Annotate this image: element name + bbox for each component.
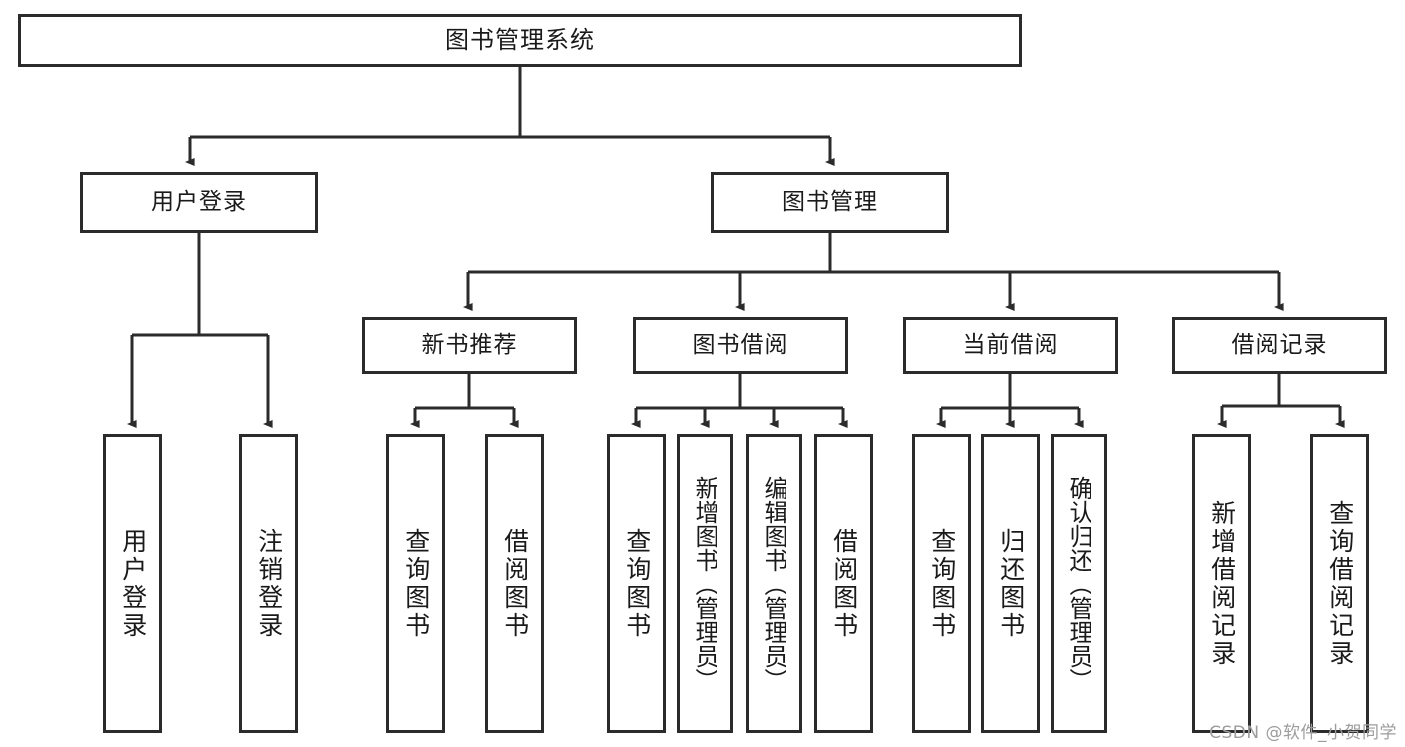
node-book-borrow[interactable]: 图书借阅 — [633, 317, 848, 374]
leaf-current-borrow-query-book[interactable]: 查询图书 — [912, 434, 971, 733]
csdn-watermark: CSDN @软件_小贺同学 — [1209, 723, 1397, 743]
leaf-label: 编辑图书（管理员） — [762, 475, 786, 692]
leaf-label: 借阅图书 — [830, 527, 857, 640]
node-root[interactable]: 图书管理系统 — [18, 14, 1022, 67]
leaf-label: 用户登录 — [119, 527, 146, 640]
leaf-label: 查询图书 — [928, 527, 955, 640]
leaf-current-borrow-return-book[interactable]: 归还图书 — [981, 434, 1040, 733]
node-current-borrow[interactable]: 当前借阅 — [903, 317, 1118, 374]
leaf-label: 查询图书 — [623, 527, 650, 640]
leaf-book-borrow-borrow-book[interactable]: 借阅图书 — [814, 434, 873, 733]
node-borrow-record-label: 借阅记录 — [1231, 332, 1328, 359]
leaf-label: 借阅图书 — [501, 527, 528, 640]
node-borrow-record[interactable]: 借阅记录 — [1172, 317, 1387, 374]
leaf-book-borrow-query-book[interactable]: 查询图书 — [607, 434, 666, 733]
leaf-label: 新增借阅记录 — [1208, 499, 1235, 668]
node-new-book-recommend[interactable]: 新书推荐 — [362, 317, 577, 374]
leaf-borrow-record-query-record[interactable]: 查询借阅记录 — [1310, 434, 1369, 733]
leaf-label: 注销登录 — [255, 527, 282, 640]
leaf-borrow-record-add-record[interactable]: 新增借阅记录 — [1192, 434, 1251, 733]
leaf-current-borrow-confirm-return[interactable]: 确认归还（管理员） — [1051, 434, 1107, 733]
leaf-label: 新增图书（管理员） — [693, 475, 717, 692]
leaf-new-book-query-book[interactable]: 查询图书 — [386, 434, 445, 733]
node-new-book-recommend-label: 新书推荐 — [421, 332, 518, 359]
leaf-book-borrow-add-book[interactable]: 新增图书（管理员） — [677, 434, 733, 733]
leaf-user-login-login[interactable]: 用户登录 — [103, 434, 162, 733]
leaf-label: 查询图书 — [402, 527, 429, 640]
leaf-label: 确认归还（管理员） — [1067, 475, 1091, 692]
leaf-label: 归还图书 — [997, 527, 1024, 640]
node-book-management-label: 图书管理 — [782, 189, 878, 216]
leaf-new-book-borrow-book[interactable]: 借阅图书 — [485, 434, 544, 733]
node-book-borrow-label: 图书借阅 — [692, 332, 789, 359]
node-root-label: 图书管理系统 — [445, 25, 595, 54]
node-book-management[interactable]: 图书管理 — [711, 172, 949, 233]
leaf-user-login-logout[interactable]: 注销登录 — [239, 434, 298, 733]
leaf-label: 查询借阅记录 — [1326, 499, 1353, 668]
node-user-login-label: 用户登录 — [151, 189, 247, 216]
node-current-borrow-label: 当前借阅 — [962, 332, 1059, 359]
leaf-book-borrow-edit-book[interactable]: 编辑图书（管理员） — [746, 434, 802, 733]
node-user-login[interactable]: 用户登录 — [80, 172, 318, 233]
